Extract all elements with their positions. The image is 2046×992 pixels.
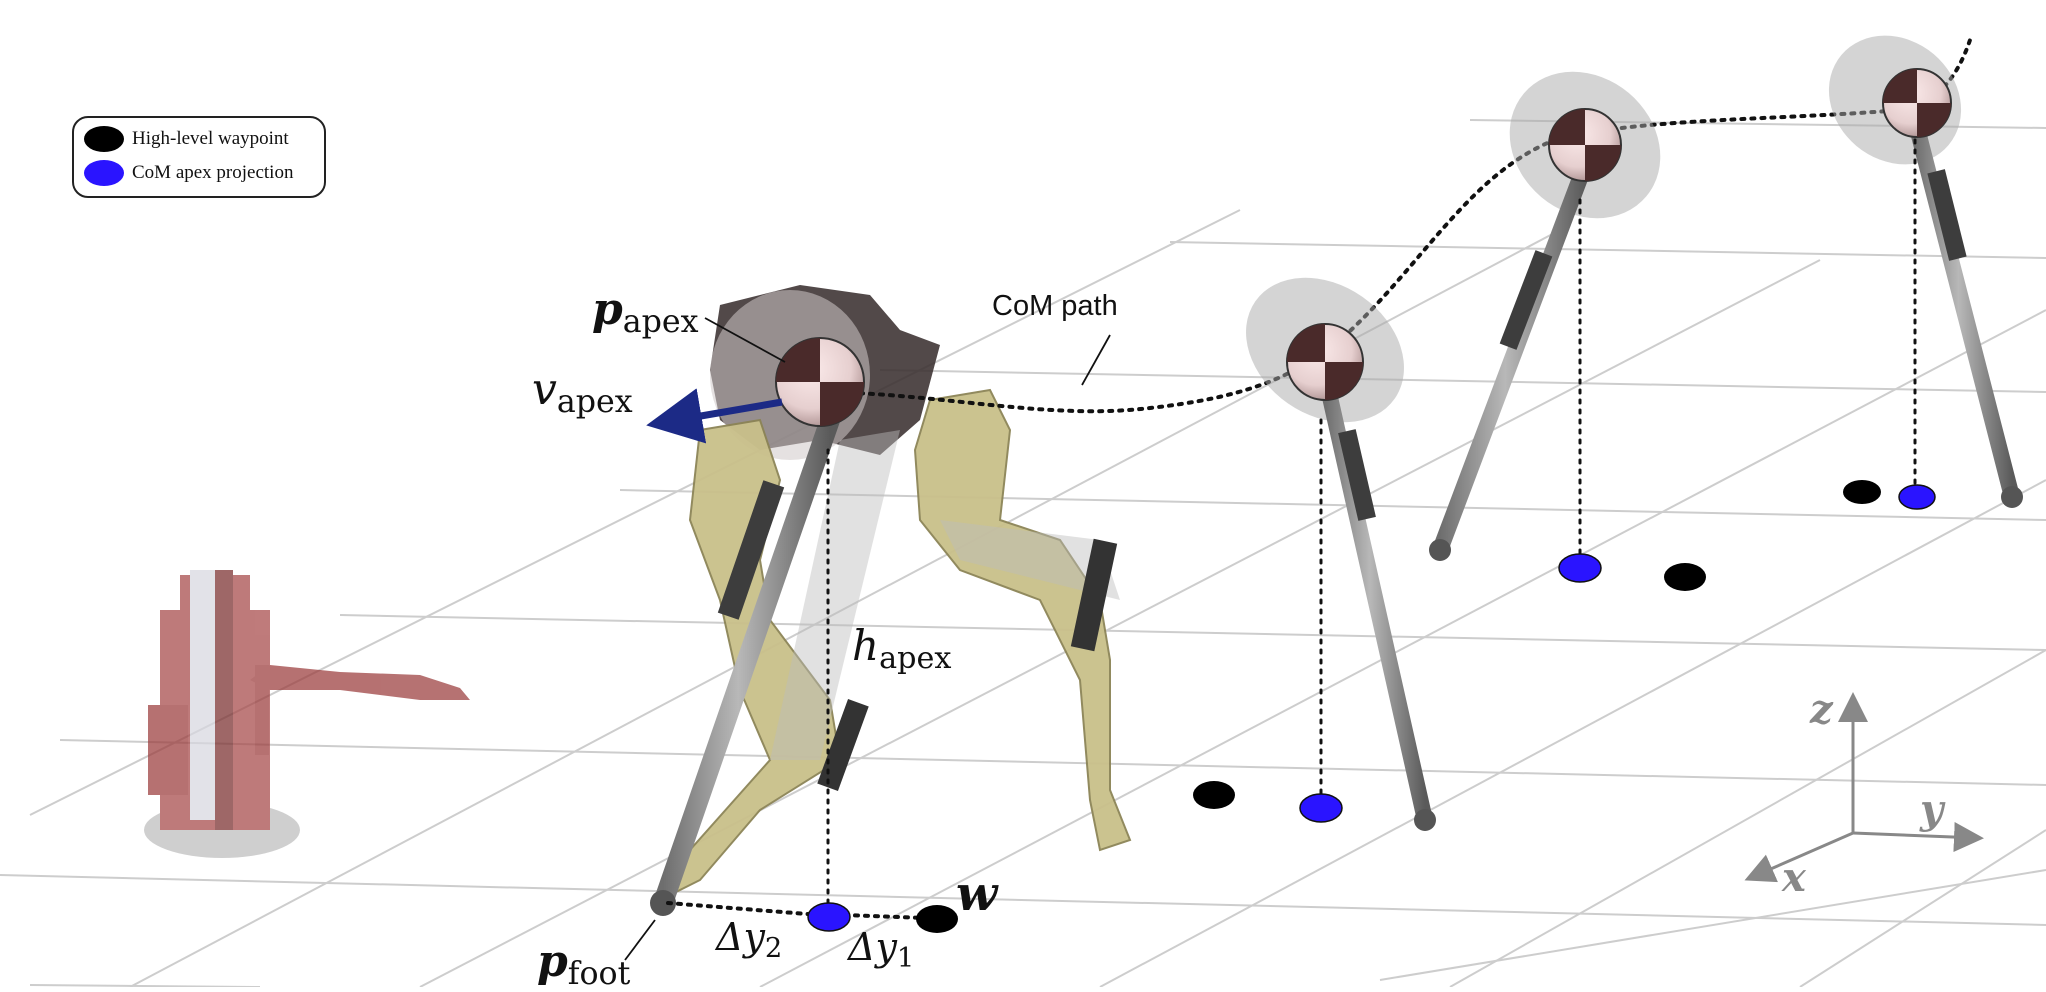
- label-w: w: [956, 870, 997, 918]
- com-ball-1: [1287, 324, 1363, 400]
- manipulator-robot: [144, 570, 470, 858]
- axis-label-x: x: [1782, 858, 1806, 898]
- axis-label-y: y: [1920, 790, 1943, 830]
- waypoint-swatch: [84, 126, 124, 152]
- legend-item-apex-projection: CoM apex projection: [84, 158, 293, 188]
- label-p-apex: papex: [592, 288, 699, 332]
- apex-projection-marker: [1559, 554, 1601, 582]
- apex-projection-swatch: [84, 160, 124, 186]
- slip-leg-2: [1429, 165, 1585, 561]
- label-h-apex: hapex: [852, 625, 951, 667]
- apex-projection-marker: [1300, 794, 1342, 822]
- legend: High-level waypoint CoM apex projection: [72, 116, 326, 198]
- label-delta-y2: Δy2: [716, 918, 782, 956]
- waypoint-marker: [1193, 781, 1235, 809]
- com-ball-0: [776, 338, 864, 426]
- label-v-apex: vapex: [532, 368, 633, 412]
- coordinate-axes: [1750, 698, 1978, 878]
- slip-leg-1: [1325, 375, 1436, 831]
- label-delta-y1: Δy1: [848, 928, 914, 966]
- slip-leg-3: [1915, 120, 2023, 508]
- com-ball-2: [1549, 109, 1621, 181]
- apex-projection-marker: [1899, 485, 1935, 509]
- apex-projection-marker: [808, 903, 850, 931]
- waypoint-marker: [916, 905, 958, 933]
- label-com-path: CoM path: [992, 292, 1118, 321]
- legend-label: High-level waypoint: [132, 128, 289, 150]
- axis-label-z: z: [1810, 690, 1833, 730]
- legend-label: CoM apex projection: [132, 162, 293, 184]
- waypoint-marker: [1664, 563, 1706, 591]
- com-ball-3: [1883, 69, 1951, 137]
- legend-item-waypoint: High-level waypoint: [84, 124, 289, 154]
- waypoint-marker: [1843, 480, 1881, 504]
- label-p-foot: pfoot: [537, 940, 630, 984]
- step-distance-lines: [668, 903, 925, 918]
